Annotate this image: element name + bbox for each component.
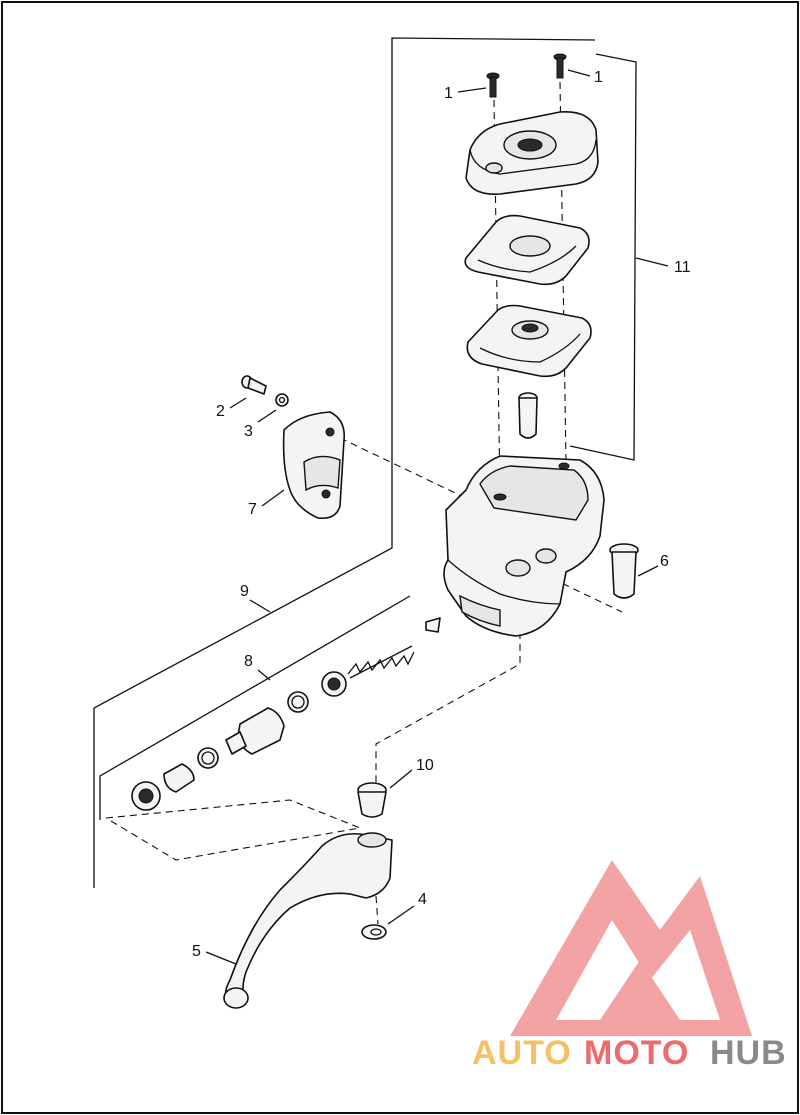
callout-5: 5 [192,943,201,960]
clamp-item-7 [282,411,346,520]
bushing-item-10 [357,782,387,818]
callout-11: 11 [674,259,691,276]
callout-10: 10 [416,757,434,774]
screw-item-2 [241,375,267,395]
callout-6: 6 [660,553,669,570]
bracket-8 [99,595,411,820]
bracket-9 [93,37,596,888]
screw-item-1a [486,72,500,98]
callout-7: 7 [248,501,257,518]
callout-1b: 1 [594,69,603,86]
watermark-text: AUTO MOTO HUB [472,1034,787,1072]
pivot-pin-item-6 [609,543,639,599]
screw-item-1b [553,53,567,79]
triangle-logo-icon [510,860,752,1036]
reservoir-cover [465,111,599,195]
callout-3: 3 [244,423,253,440]
callout-2: 2 [216,403,225,420]
lever-item-5 [223,832,393,1009]
bracket-11 [569,53,637,461]
watermark-auto: AUTO [472,1034,572,1072]
e-clip-item-4 [361,924,387,940]
piston-assembly-item-8 [131,617,441,811]
washer-item-3 [275,393,289,407]
diaphragm-plate [464,214,590,286]
master-cylinder-body [443,455,605,637]
callout-4: 4 [418,891,427,908]
callout-1a: 1 [444,85,453,102]
float [518,392,538,439]
diaphragm [466,304,592,378]
watermark-moto: MOTO [584,1034,689,1072]
callout-8: 8 [244,653,253,670]
callout-9: 9 [240,583,249,600]
watermark-hub: HUB [710,1034,787,1072]
